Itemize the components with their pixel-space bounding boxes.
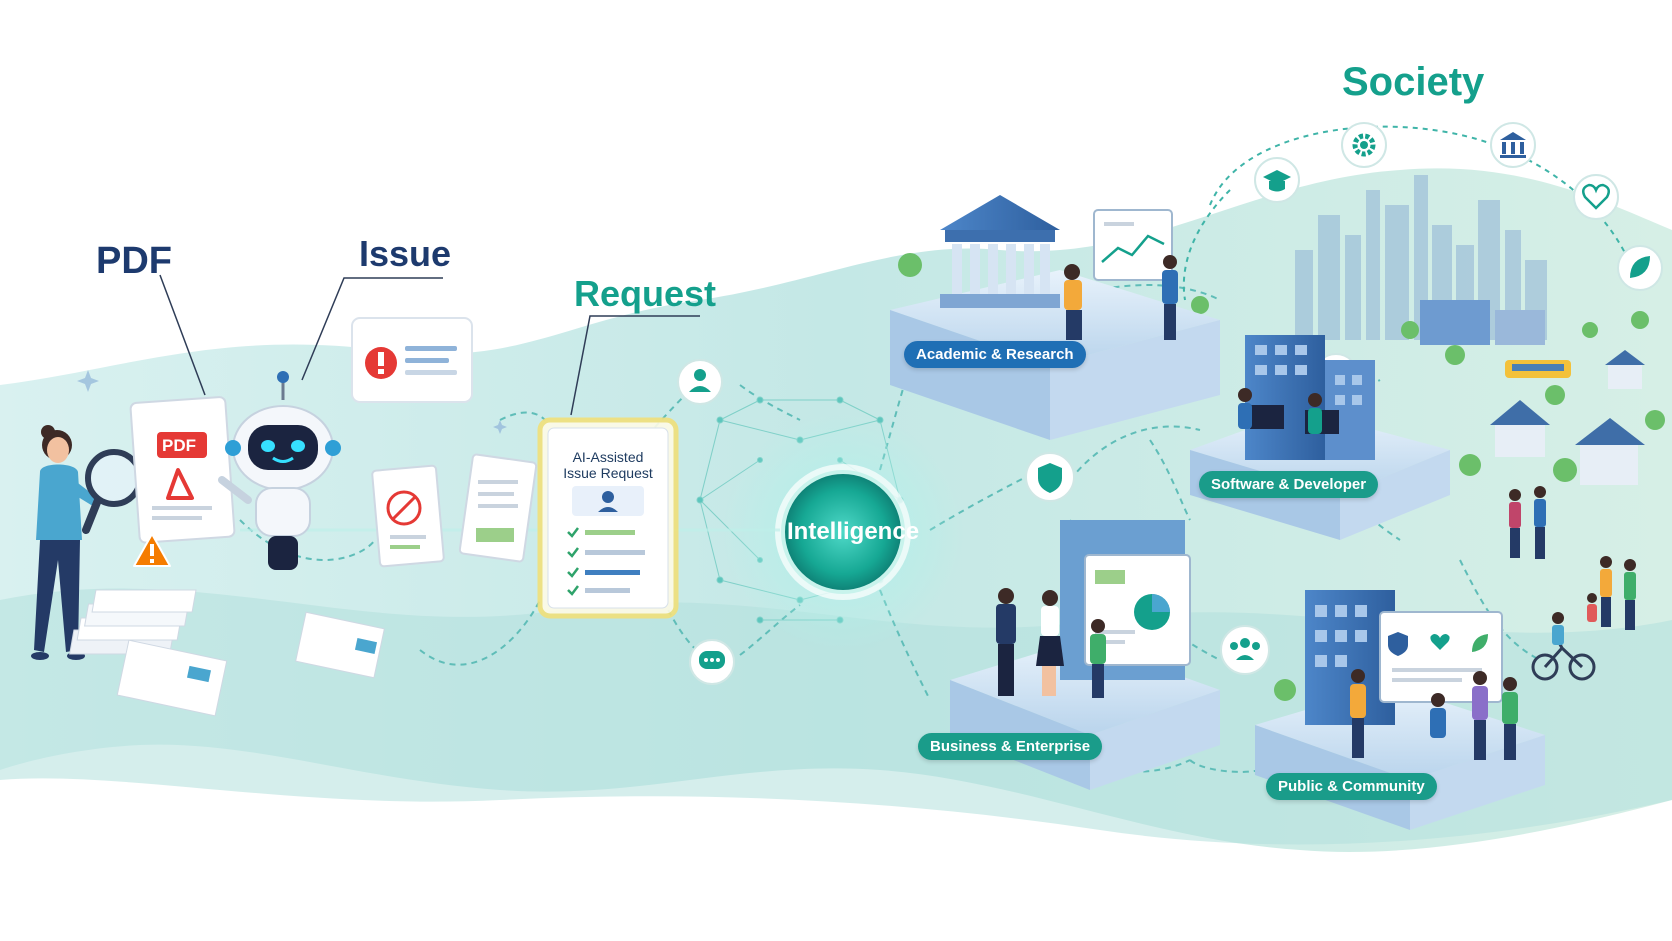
graduation-cap-icon bbox=[1254, 157, 1300, 203]
chat-icon bbox=[689, 639, 735, 685]
label-leaders bbox=[159, 274, 700, 416]
pdf-document bbox=[129, 396, 236, 544]
gear-icon bbox=[1341, 122, 1387, 168]
academic-platform bbox=[890, 195, 1220, 440]
sector-business-enterprise: Business & Enterprise bbox=[918, 733, 1103, 760]
shield-icon bbox=[1025, 452, 1075, 502]
pdf-badge-text: PDF bbox=[162, 436, 196, 455]
robot-icon bbox=[218, 371, 341, 570]
source-documents bbox=[371, 453, 538, 568]
trees bbox=[898, 253, 1665, 701]
label-request: Request bbox=[574, 273, 717, 314]
community-icon bbox=[1220, 625, 1270, 675]
user-icon bbox=[677, 359, 723, 405]
city-buildings bbox=[1420, 300, 1645, 485]
sparkles bbox=[77, 370, 507, 434]
sector-academic-research: Academic & Research bbox=[904, 341, 1086, 368]
sector-software-developer: Software & Developer bbox=[1199, 471, 1379, 498]
label-pdf: PDF bbox=[96, 240, 172, 282]
heart-icon bbox=[1573, 174, 1619, 220]
paper-stack bbox=[69, 589, 385, 717]
label-intelligence: Intelligence bbox=[787, 518, 920, 545]
doc-title-line1: AI-Assisted bbox=[572, 449, 644, 465]
bank-icon bbox=[1490, 122, 1536, 168]
sector-public-community: Public & Community bbox=[1266, 773, 1437, 800]
intelligence-orb bbox=[781, 470, 905, 594]
label-issue: Issue bbox=[359, 233, 452, 274]
community-people bbox=[1509, 486, 1636, 681]
person-analyst bbox=[31, 425, 100, 660]
issue-card bbox=[351, 317, 473, 403]
label-society: Society bbox=[1342, 60, 1485, 104]
warning-icon bbox=[133, 533, 171, 567]
business-platform bbox=[950, 520, 1220, 790]
doc-title-line2: Issue Request bbox=[563, 465, 653, 481]
ai-request-document bbox=[537, 417, 679, 619]
leaf-icon bbox=[1617, 245, 1663, 291]
society-ring bbox=[1209, 125, 1641, 291]
